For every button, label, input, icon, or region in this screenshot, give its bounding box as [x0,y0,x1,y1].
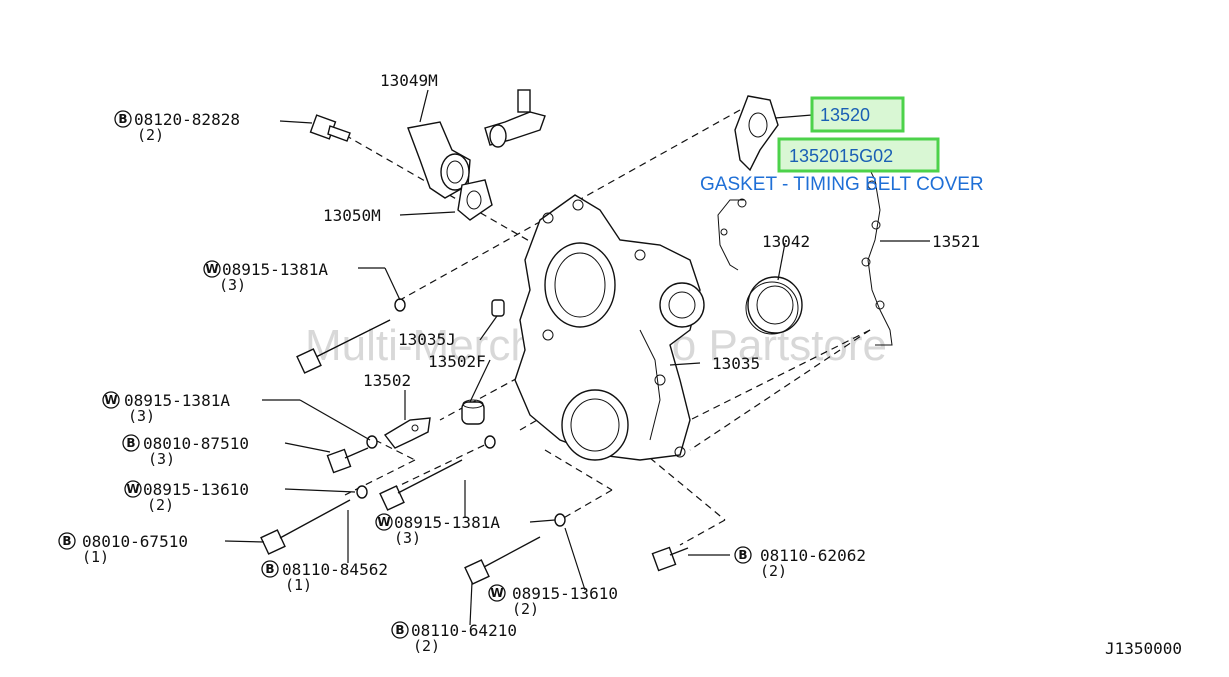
callout-washer-08915-1381A-b[interactable]: W 08915-1381A (3) [102,391,230,425]
quantity: (2) [147,496,174,514]
bolt-b-icon [58,532,76,550]
quantity: (3) [128,407,155,425]
callout-13035[interactable]: 13035 [712,354,760,373]
part-number: 08110-64210 [411,621,517,640]
svg-text:W: W [126,482,139,496]
callout-13035J[interactable]: 13035J [398,330,456,349]
part-number: 08110-62062 [760,546,866,565]
quantity: (2) [760,562,787,580]
washer-w-icon [102,391,120,409]
part-number: 08915-1381A [222,260,328,279]
callout-washer-08915-13610-b[interactable]: W 08915-13610 (2) [488,584,618,618]
bolt-b-icon [391,621,409,639]
long-bolt-08915-1381A-graphic [296,319,391,374]
bolt-08010-87510-graphic [326,447,369,474]
callout-bolt-08110-84562[interactable]: B 08110-84562 (1) [261,560,388,594]
callout-13050M[interactable]: 13050M [323,206,381,225]
selected-part-number: 13520 [820,105,870,125]
callout-bolt-08010-87510[interactable]: B 08010-87510 (3) [122,434,249,468]
leader-lines [224,89,930,626]
svg-text:B: B [118,112,127,126]
dowel-13035J[interactable] [491,299,505,317]
bolt-08110-84562-graphic [379,459,463,511]
svg-text:B: B [62,534,71,548]
svg-text:W: W [490,586,503,600]
svg-text:W: W [104,393,117,407]
quantity: (2) [512,600,539,618]
callout-bolt-08110-64210[interactable]: B 08110-64210 (2) [391,621,517,655]
quantity: (3) [394,529,421,547]
quantity: (3) [148,450,175,468]
svg-text:W: W [205,262,218,276]
part-number: 08010-67510 [82,532,188,551]
svg-text:B: B [265,562,274,576]
selected-part-code: 1352015G02 [789,146,893,166]
gasket-13520[interactable] [717,95,779,271]
part-number: 08915-1381A [394,513,500,532]
bolt-08110-62062-graphic [651,546,689,572]
gasket-13050M[interactable] [457,179,493,221]
selected-part-description: GASKET - TIMING BELT COVER [700,174,984,195]
callout-bolt-08120-82828[interactable]: B 08120-82828 (2) [114,110,240,144]
bolt-08010-67510-graphic [260,499,351,555]
svg-text:W: W [377,515,390,529]
washer-w-icon [375,513,393,531]
washer-w-icon [203,260,221,278]
selected-part-13520-box[interactable]: 13520 [810,96,905,133]
part-number: 08010-87510 [143,434,249,453]
oil-seal-13042[interactable] [745,276,803,335]
quantity: (2) [137,126,164,144]
washer-w-icon [488,584,506,602]
spacer-13502F[interactable] [461,399,485,425]
part-number: 08120-82828 [134,110,240,129]
svg-text:B: B [395,623,404,637]
part-number: 08915-13610 [512,584,618,603]
diagram-ref: J1350000 [1105,639,1182,658]
front-cover-13035[interactable] [514,194,705,461]
callout-washer-08915-13610-a[interactable]: W 08915-13610 (2) [124,480,249,514]
bolt-b-icon [734,546,752,564]
part-number: 08915-13610 [143,480,249,499]
bolt-08120-82828-graphic [309,114,351,142]
quantity: (3) [219,276,246,294]
washer-w-icon [124,480,142,498]
bolt-08110-64210-graphic [464,536,541,585]
part-number: 08915-1381A [124,391,230,410]
selected-part-code-box[interactable]: 1352015G02 [777,137,940,173]
bolt-b-icon [114,110,132,128]
callout-13521[interactable]: 13521 [932,232,980,251]
bracket-13502[interactable] [383,417,431,449]
svg-text:B: B [126,436,135,450]
callout-13502F[interactable]: 13502F [428,352,486,371]
gasket-13521[interactable] [859,149,893,346]
callout-bolt-08010-67510[interactable]: B 08010-67510 (1) [58,532,188,566]
quantity: (1) [82,548,109,566]
bolt-b-icon [122,434,140,452]
callout-bolt-08110-62062[interactable]: B 08110-62062 (2) [734,546,866,580]
callout-13042[interactable]: 13042 [762,232,810,251]
washers [356,298,566,527]
bolt-b-icon [261,560,279,578]
quantity: (2) [413,637,440,655]
quantity: (1) [285,576,312,594]
callout-washer-08915-1381A-a[interactable]: W 08915-1381A (3) [203,260,328,294]
part-number: 08110-84562 [282,560,388,579]
callout-13502[interactable]: 13502 [363,371,411,390]
svg-text:B: B [738,548,747,562]
callout-13049M[interactable]: 13049M [380,71,438,90]
callout-washer-08915-1381A-c[interactable]: W 08915-1381A (3) [375,513,500,547]
